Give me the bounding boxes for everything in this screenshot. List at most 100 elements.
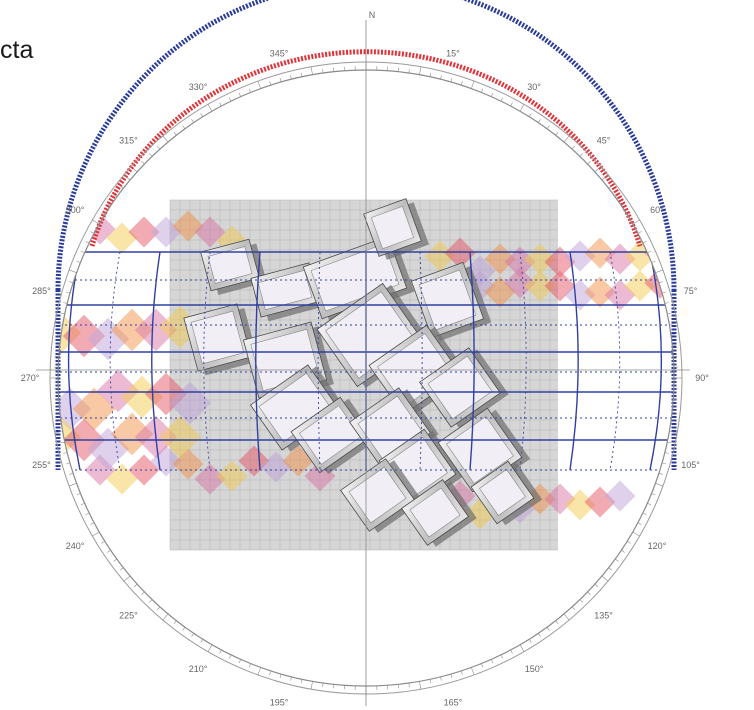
sun-patch [504, 267, 536, 299]
degree-tick [119, 185, 124, 189]
degree-tick [219, 102, 222, 107]
sun-patch [604, 480, 636, 512]
degree-tick [162, 613, 169, 621]
degree-tick [149, 153, 153, 157]
sun-patch [86, 317, 130, 361]
degree-tick [601, 174, 609, 181]
degree-tick [149, 599, 153, 603]
degree-tick [228, 97, 232, 102]
sun-patch [110, 308, 154, 352]
hour-line [519, 251, 527, 471]
degree-tick [322, 682, 324, 688]
degree-tick [60, 312, 65, 315]
degree-tick [642, 240, 647, 244]
degree-tick [408, 682, 410, 688]
degree-tick [555, 131, 559, 136]
outer-sun-band-lower [55, 290, 677, 470]
azimuth-label: 315° [119, 135, 138, 145]
degree-tick [667, 441, 672, 444]
degree-tick [248, 663, 251, 668]
degree-tick [519, 644, 525, 652]
degree-tick [519, 104, 525, 112]
degree-tick [238, 92, 241, 97]
degree-tick [594, 169, 599, 173]
sun-patch [172, 448, 204, 480]
degree-tick [248, 88, 251, 93]
sun-patch [150, 216, 182, 248]
degree-tick [563, 613, 570, 621]
azimuth-label: 225° [119, 611, 138, 621]
azimuth-label: 120° [648, 541, 667, 551]
degree-tick [80, 250, 85, 253]
degree-tick [460, 81, 463, 86]
degree-tick [219, 649, 222, 654]
north-label: N [369, 10, 376, 20]
sun-patch [110, 412, 154, 456]
hour-line [469, 251, 475, 471]
degree-tick [615, 558, 619, 562]
degree-tick [191, 633, 195, 637]
building [340, 458, 423, 533]
degree-tick [92, 219, 100, 225]
hour-line [649, 251, 663, 471]
azimuth-labels: 345°15°30°45°60°75°90°105°120°135°150°16… [21, 48, 710, 710]
degree-tick [63, 302, 68, 304]
degree-tick [310, 681, 313, 690]
sun-patch [194, 463, 226, 495]
azimuth-label: 165° [444, 698, 463, 708]
degree-tick [481, 88, 484, 93]
compass-ring [36, 20, 690, 706]
degree-tick [56, 334, 62, 336]
degree-tick [85, 512, 90, 516]
degree-tick [63, 452, 68, 454]
degree-tick [621, 203, 625, 207]
degree-tick [555, 620, 559, 625]
degree-tick [182, 627, 186, 631]
azimuth-label: 345° [270, 48, 289, 58]
sun-patch [584, 486, 616, 518]
degree-tick [500, 654, 504, 659]
hour-line [203, 251, 211, 471]
degree-tick [491, 659, 494, 664]
degree-tick [141, 591, 145, 595]
degree-tick [310, 66, 313, 75]
azimuth-label: 60° [650, 205, 664, 215]
degree-tick [627, 212, 631, 216]
degree-tick [450, 78, 453, 83]
sun-patch [172, 210, 204, 242]
degree-tick [182, 125, 186, 129]
sun-patch [444, 237, 476, 269]
degree-tick [162, 135, 169, 143]
degree-tick [207, 644, 213, 652]
sun-patch [194, 216, 226, 248]
degree-tick [322, 68, 324, 74]
sun-patch [134, 308, 178, 352]
degree-tick [594, 583, 599, 587]
sun-patch [584, 276, 616, 308]
degree-tick [627, 540, 631, 544]
degree-tick [658, 472, 663, 475]
degree-tick [647, 250, 652, 253]
degree-tick [510, 649, 513, 654]
degree-tick [500, 97, 504, 102]
degree-tick [661, 291, 666, 294]
sun-patch [216, 460, 248, 492]
sun-patch [604, 279, 636, 311]
degree-tick [528, 113, 532, 117]
degree-tick [537, 633, 541, 637]
degree-tick [419, 66, 422, 75]
degree-tick [66, 462, 71, 465]
degree-tick [68, 269, 77, 273]
degree-tick [651, 260, 656, 263]
hour-line [255, 251, 261, 471]
degree-tick [157, 606, 161, 611]
degree-tick [579, 153, 583, 157]
degree-tick [119, 567, 124, 571]
azimuth-label: 270° [21, 373, 40, 383]
degree-tick [279, 78, 282, 83]
degree-tick [107, 203, 111, 207]
degree-tick [60, 441, 65, 444]
sun-path-grid [58, 251, 674, 471]
degree-tick [637, 522, 642, 525]
page-text-fragment: cta [0, 36, 34, 64]
